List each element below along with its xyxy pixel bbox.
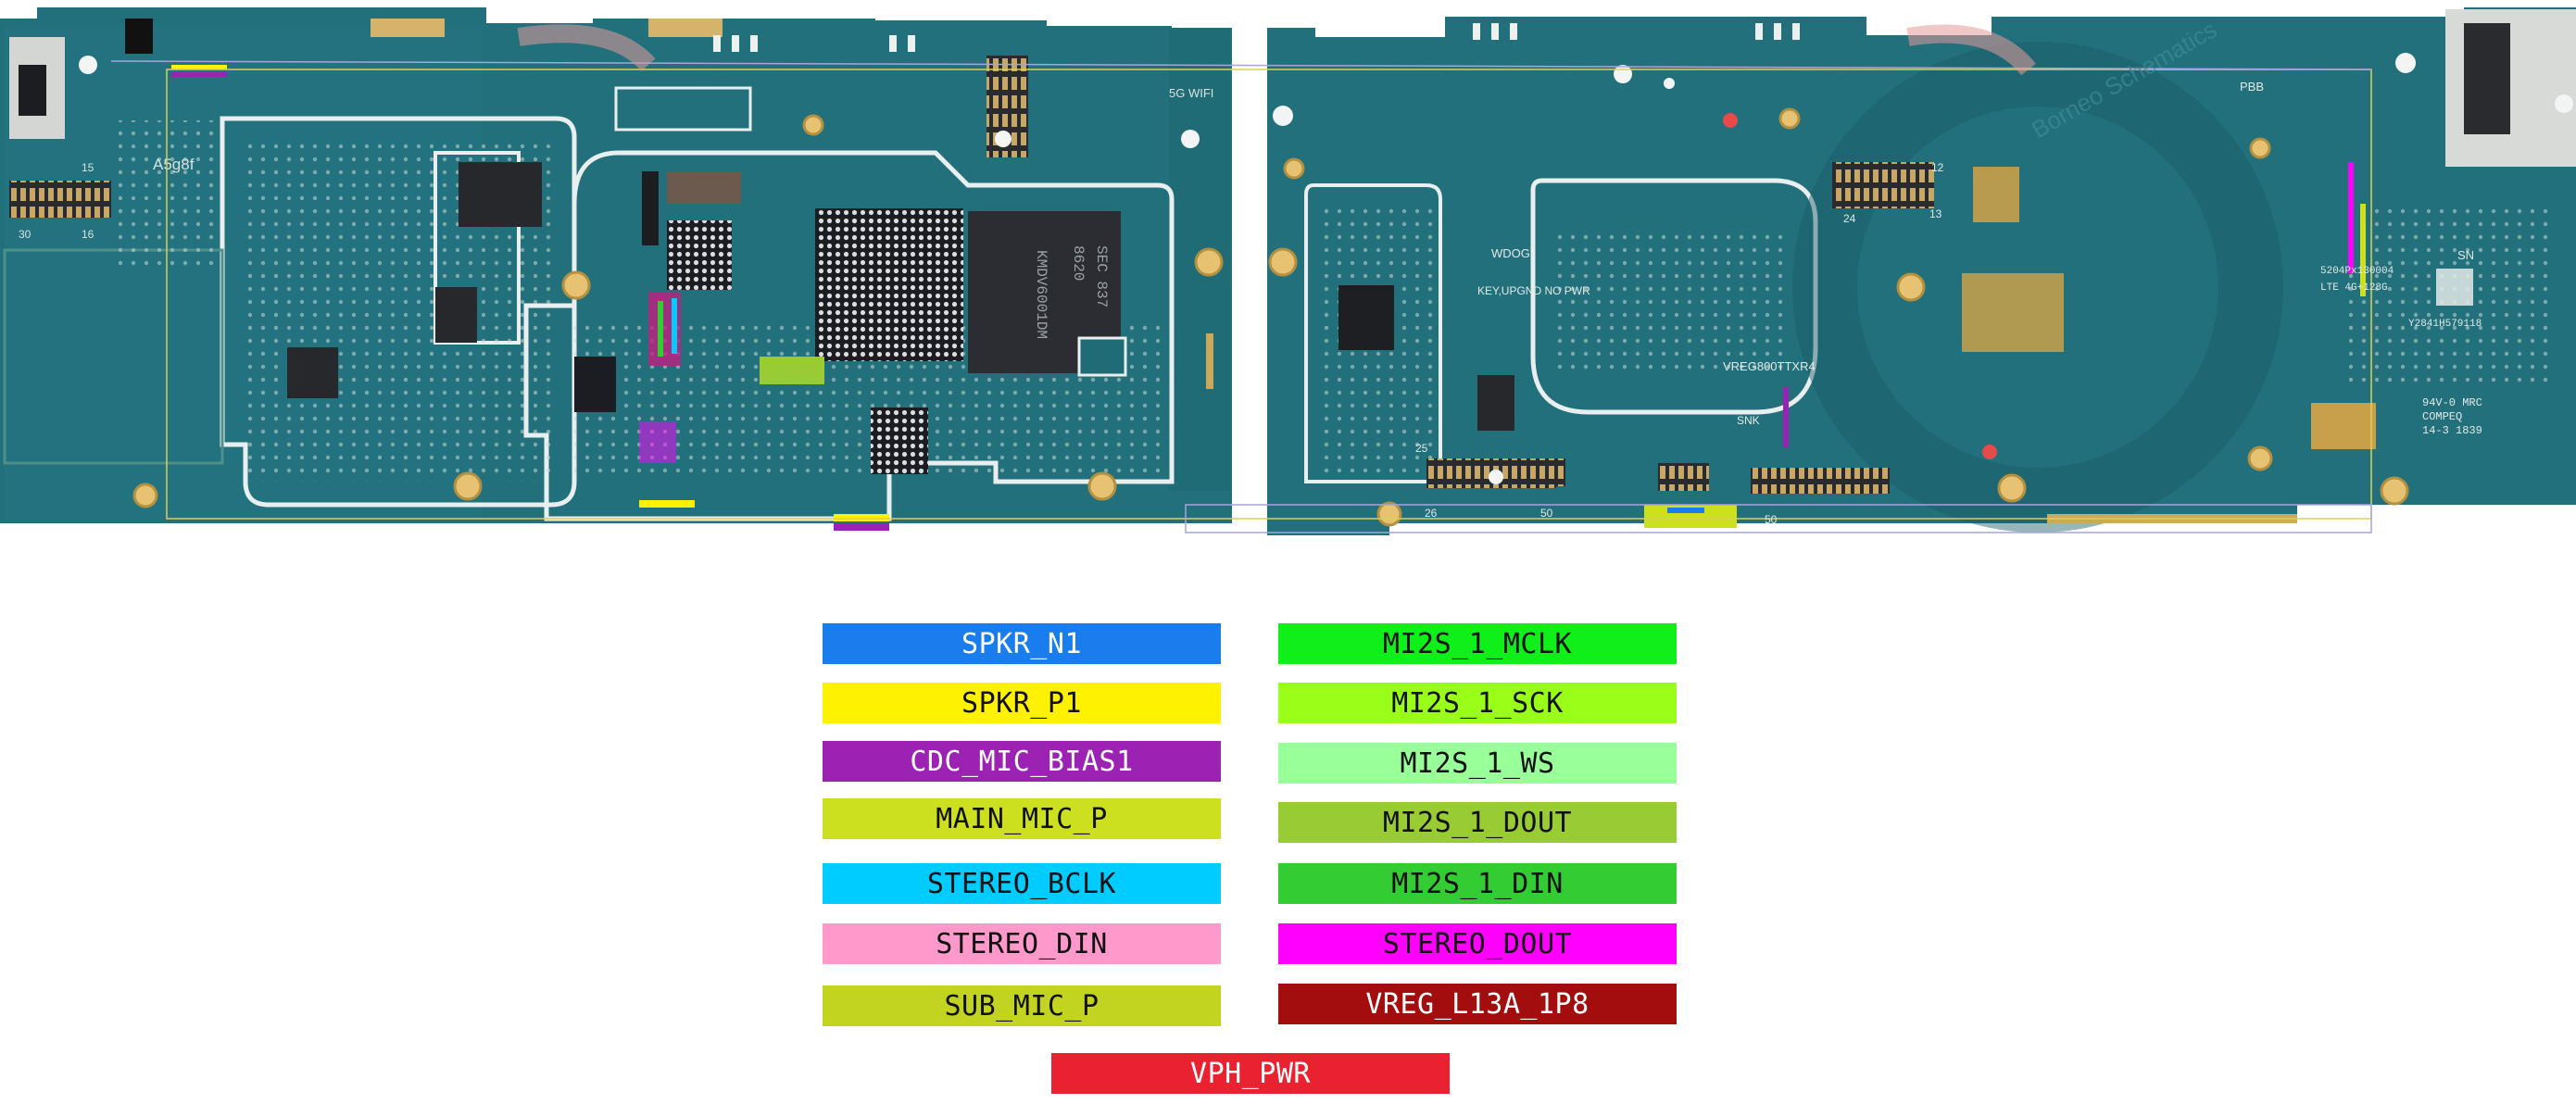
silk-model: A5g8f xyxy=(153,156,195,173)
legend-label: MI2S_1_WS xyxy=(1400,746,1555,780)
legend-chip-spkr-n1: SPKR_N1 xyxy=(823,623,1221,664)
legend-label: VPH_PWR xyxy=(1190,1057,1311,1090)
silk-snk: SNK xyxy=(1737,414,1760,427)
silk-pos50a: 50 xyxy=(1540,507,1553,520)
left-board: KMDV6001DM SEC 837 8620 xyxy=(0,7,1232,531)
legend-chip-sub-mic-p: SUB_MIC_P xyxy=(823,985,1221,1026)
silk-conn-a: 15 xyxy=(82,161,94,174)
memory-marking-3: 8620 xyxy=(1070,245,1087,281)
legend-label: MI2S_1_DOUT xyxy=(1382,806,1573,839)
silk-keyupgnd: KEY,UPGND NO PWR xyxy=(1477,284,1590,297)
legend-chip-mi2s-1-sck: MI2S_1_SCK xyxy=(1278,683,1677,723)
silk-rating-c: 14-3 1839 xyxy=(2422,424,2482,437)
silk-sn: SN xyxy=(2457,248,2474,262)
silk-imei-c: LTE 4G+128G xyxy=(2320,282,2388,294)
legend-chip-spkr-p1: SPKR_P1 xyxy=(823,683,1221,723)
legend-label: STEREO_BCLK xyxy=(926,867,1117,900)
legend-label: SPKR_P1 xyxy=(961,686,1082,720)
silk-pbb: PBB xyxy=(2240,80,2264,94)
legend-chip-stereo-bclk: STEREO_BCLK xyxy=(823,863,1221,904)
legend-label: MAIN_MIC_P xyxy=(936,802,1108,835)
silk-pos13: 13 xyxy=(1929,207,1942,220)
legend-label: VREG_L13A_1P8 xyxy=(1365,987,1590,1021)
legend-label: MI2S_1_MCLK xyxy=(1382,627,1573,660)
silk-pos26: 26 xyxy=(1425,507,1438,520)
silk-pos24: 24 xyxy=(1843,212,1856,225)
memory-marking: KMDV6001DM xyxy=(1033,250,1049,339)
legend-label: MI2S_1_SCK xyxy=(1391,686,1564,720)
silk-pos50b: 50 xyxy=(1765,513,1778,526)
legend-chip-mi2s-1-mclk: MI2S_1_MCLK xyxy=(1278,623,1677,664)
legend-chip-main-mic-p: MAIN_MIC_P xyxy=(823,798,1221,839)
legend-chip-stereo-dout: STEREO_DOUT xyxy=(1278,923,1677,964)
legend-chip-vreg-l13a-1p8: VREG_L13A_1P8 xyxy=(1278,984,1677,1024)
legend-chip-mi2s-1-ws: MI2S_1_WS xyxy=(1278,743,1677,784)
silk-imei-d: Y2841H579118 xyxy=(2408,319,2482,330)
silk-rating-a: 94V-0 MRC xyxy=(2422,396,2482,409)
silk-conn-b: 30 xyxy=(19,228,31,241)
legend-label: STEREO_DOUT xyxy=(1382,927,1573,960)
silk-pos12: 12 xyxy=(1931,161,1944,174)
legend-label: SPKR_N1 xyxy=(961,627,1082,660)
silk-pos25: 25 xyxy=(1415,442,1428,455)
silk-rating-b: COMPEQ xyxy=(2422,410,2462,423)
legend-chip-mi2s-1-din: MI2S_1_DIN xyxy=(1278,863,1677,904)
silk-vreg: VREG800TTXR4 xyxy=(1723,359,1816,373)
legend-chip-mi2s-1-dout: MI2S_1_DOUT xyxy=(1278,802,1677,843)
silk-imei-b: 5204Px130004 xyxy=(2320,266,2394,277)
legend-chip-cdc-mic-bias1: CDC_MIC_BIAS1 xyxy=(823,741,1221,782)
legend-chip-stereo-din: STEREO_DIN xyxy=(823,923,1221,964)
right-board: WDOG KEY,UPGND NO PWR VREG800TTXR4 SNK 1… xyxy=(110,7,2576,535)
silk-wdog: WDOG xyxy=(1491,246,1530,260)
legend-label: SUB_MIC_P xyxy=(944,989,1100,1022)
silk-wifi: 5G WIFI xyxy=(1169,86,1213,100)
pcb-board-photo: KMDV6001DM SEC 837 8620 xyxy=(0,7,2576,535)
legend-chip-vph-pwr: VPH_PWR xyxy=(1051,1053,1450,1094)
memory-marking-2: SEC 837 xyxy=(1093,245,1110,307)
legend-label: STEREO_DIN xyxy=(936,927,1108,960)
silk-conn-c: 16 xyxy=(82,228,94,241)
legend-label: MI2S_1_DIN xyxy=(1391,867,1564,900)
legend-label: CDC_MIC_BIAS1 xyxy=(910,745,1134,778)
